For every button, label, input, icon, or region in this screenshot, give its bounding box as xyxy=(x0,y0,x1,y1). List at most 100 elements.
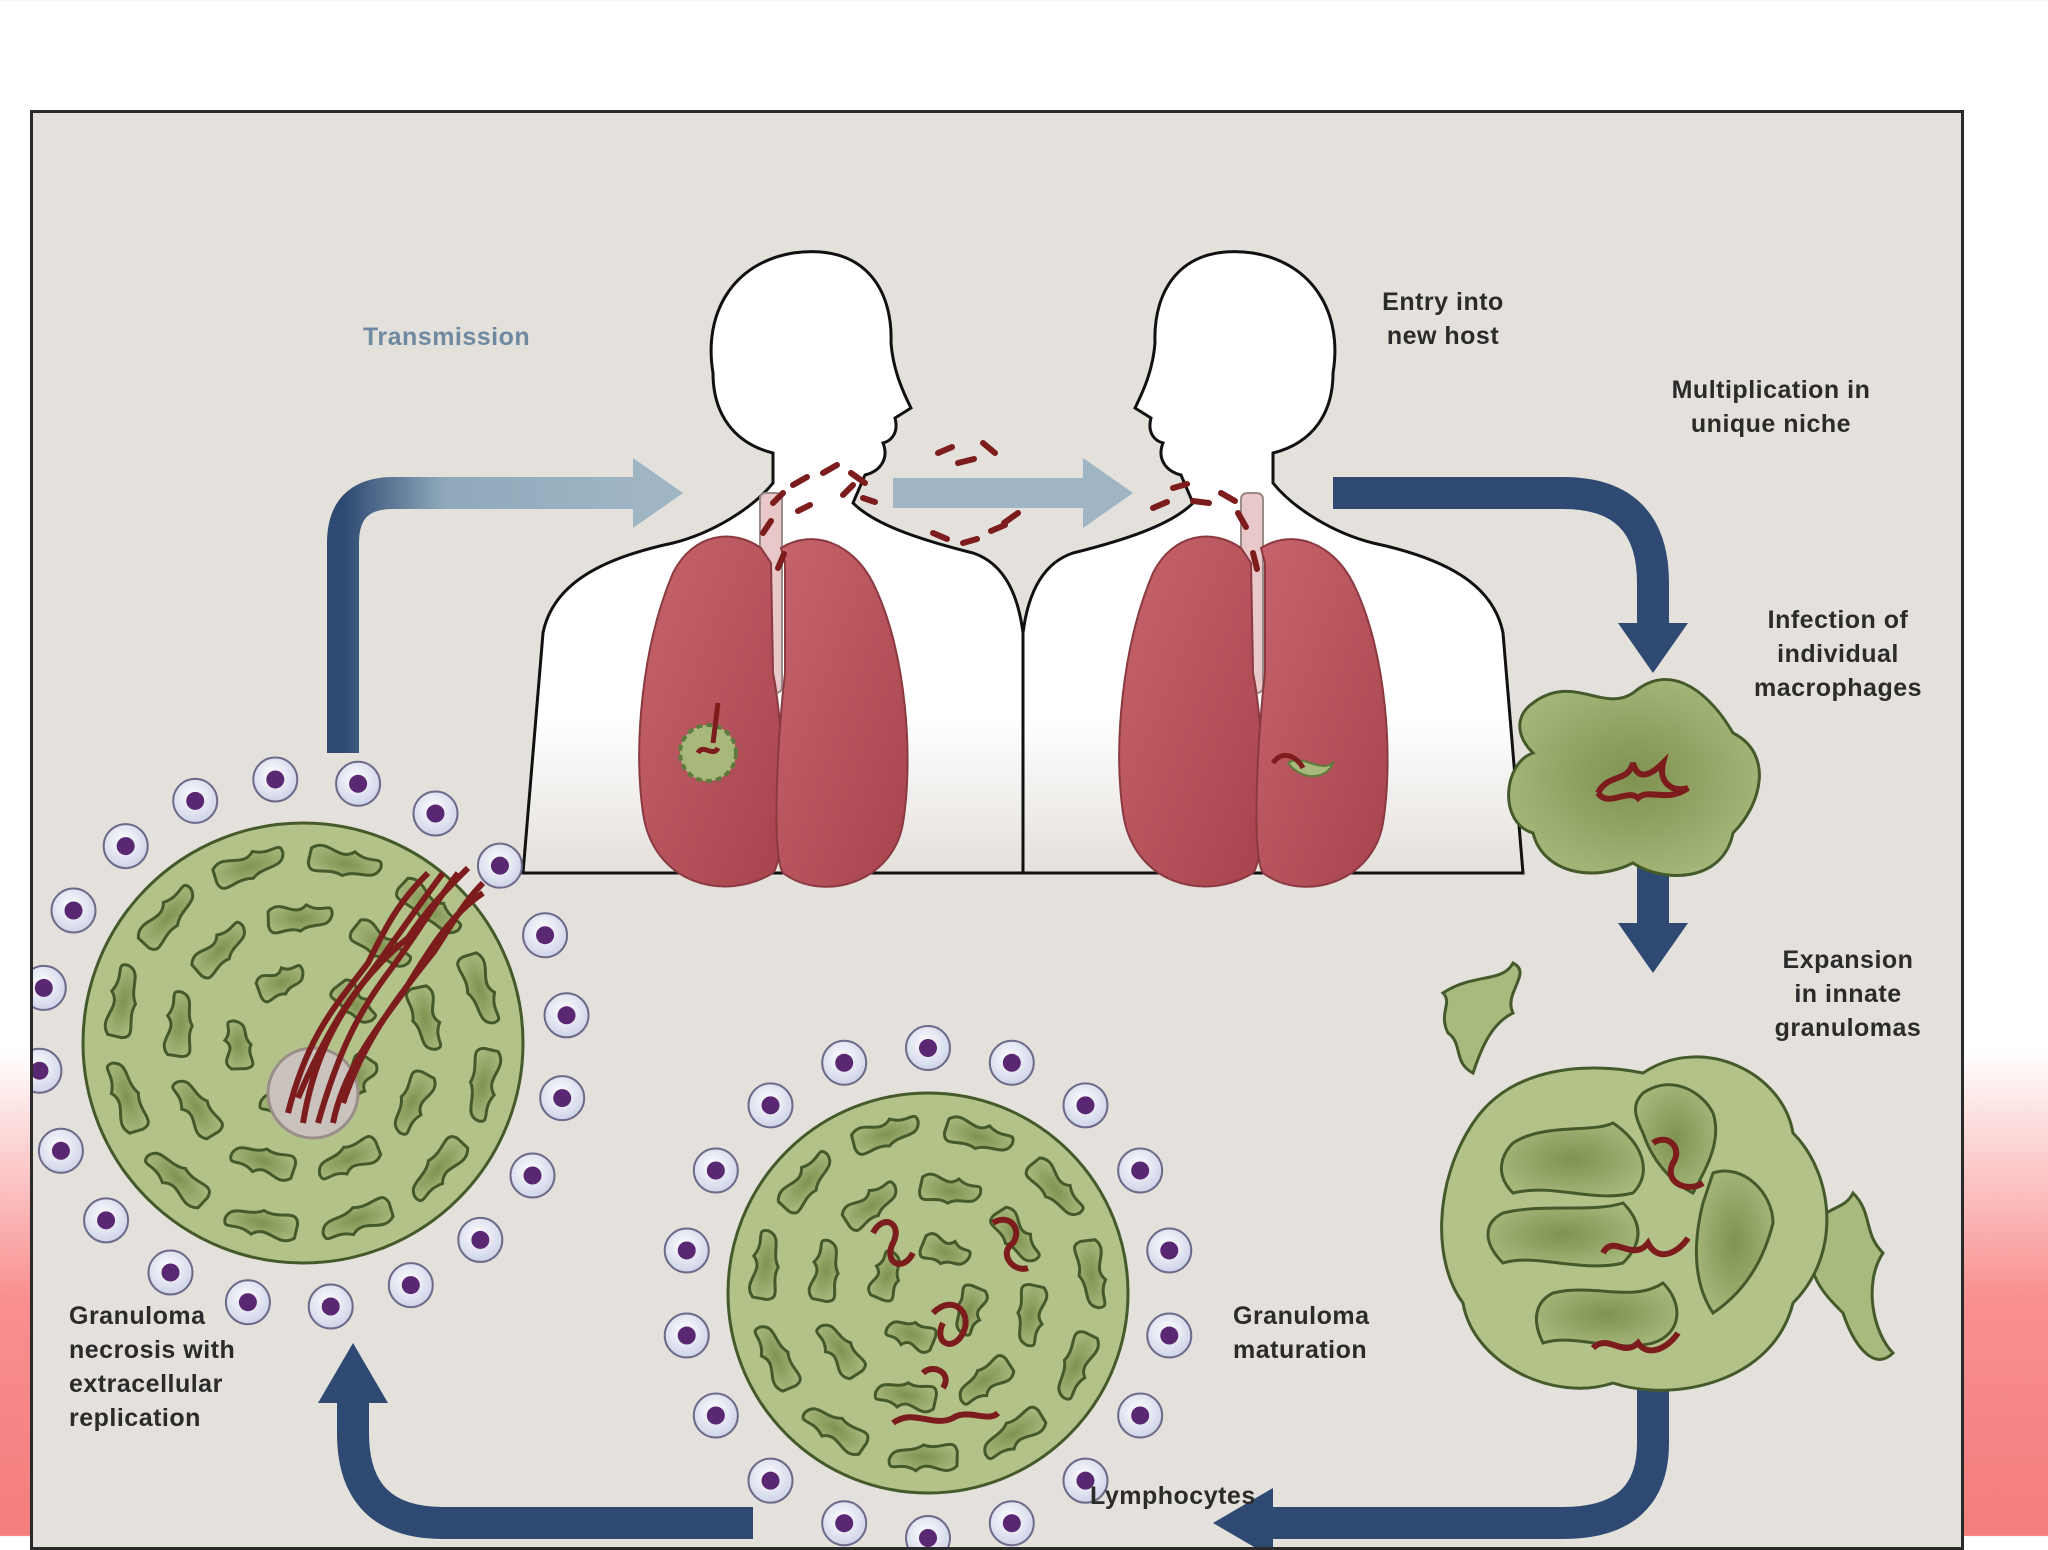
macrophage-cell xyxy=(849,1114,920,1156)
macrophage-cell xyxy=(411,1135,470,1203)
macrophage-cell xyxy=(884,1320,938,1354)
lymphocyte-nucleus xyxy=(557,1006,576,1025)
macrophage-cell xyxy=(211,845,285,890)
lymphocytes-mature xyxy=(663,1025,1193,1547)
label-infection-of-macrophages: Infection of individual macrophages xyxy=(1753,606,1923,702)
lymphocyte-nucleus xyxy=(761,1471,780,1490)
lymphocyte-nucleus xyxy=(186,791,205,810)
macrophage-cell xyxy=(801,1407,870,1456)
cycle-arrow-entry xyxy=(1333,477,1688,673)
macrophage-cell xyxy=(254,964,305,1004)
lymphocyte-nucleus xyxy=(349,774,368,793)
macrophage-cell xyxy=(321,1196,395,1241)
macrophage-cell xyxy=(229,1146,297,1182)
lymphocyte-nucleus xyxy=(919,1529,937,1547)
lymphocyte-nucleus xyxy=(1002,1514,1021,1533)
lymphocyte-nucleus xyxy=(1076,1096,1095,1115)
lymphocyte-nucleus xyxy=(677,1326,696,1345)
lymphocyte-nucleus xyxy=(677,1241,696,1260)
lymphocyte-nucleus xyxy=(1131,1161,1150,1180)
lymphocyte-nucleus xyxy=(835,1053,854,1072)
macrophage-cell xyxy=(815,1323,867,1381)
lymphocyte-nucleus xyxy=(97,1211,116,1230)
label-entry-into-new-host: Entry into new host xyxy=(1382,288,1504,350)
label-lymphocytes: Lymphocytes xyxy=(1090,1482,1256,1510)
infected-host-lungs xyxy=(638,492,909,888)
lymphocyte-nucleus xyxy=(1160,1326,1179,1345)
macrophage-cell xyxy=(306,843,383,878)
diagram-panel: Transmission Entry into new host Multipl… xyxy=(30,110,1964,1550)
macrophage-cell xyxy=(943,1115,1015,1152)
lymphocyte-nucleus xyxy=(401,1276,420,1295)
lymphocyte-nucleus xyxy=(471,1230,490,1249)
macrophage-cell xyxy=(318,1135,383,1181)
lymphocyte-nucleus xyxy=(553,1089,572,1108)
lymphocyte-nucleus xyxy=(33,1061,49,1080)
lymphocyte-nucleus xyxy=(761,1096,780,1115)
lymphocyte-nucleus xyxy=(238,1293,257,1312)
macrophage-cell xyxy=(918,1172,983,1205)
lymphocyte-nucleus xyxy=(706,1161,725,1180)
macrophage-cell xyxy=(1016,1283,1049,1348)
extracellular-bacteria xyxy=(285,865,486,1124)
macrophage-cell xyxy=(405,984,443,1051)
lymphocyte-nucleus xyxy=(835,1514,854,1533)
transmission-arrow xyxy=(327,458,1133,753)
lymphocyte-nucleus xyxy=(919,1039,937,1057)
lymphocyte-nucleus xyxy=(266,770,285,789)
macrophage-cell xyxy=(1073,1238,1108,1310)
lymphocyte-nucleus xyxy=(1160,1241,1179,1260)
macrophage-cell xyxy=(918,1232,972,1266)
lymphocyte-nucleus xyxy=(426,804,445,823)
macrophage-cell xyxy=(958,1354,1016,1406)
label-transmission: Transmission xyxy=(363,323,531,351)
macrophage-cell xyxy=(468,1046,503,1123)
lymphocyte-nucleus xyxy=(34,978,53,997)
macrophage-cell xyxy=(456,951,501,1025)
label-expansion: Expansion in innate granulomas xyxy=(1774,946,1922,1042)
lymphocytes-necrotic xyxy=(33,756,590,1330)
macrophage-cell xyxy=(103,963,138,1040)
macrophage-cell xyxy=(222,1019,255,1071)
lymphocyte-nucleus xyxy=(1076,1471,1095,1490)
macrophage-cell xyxy=(873,1381,938,1414)
tb-lifecycle-diagram xyxy=(33,250,1896,1547)
macrophage-cell xyxy=(1057,1330,1100,1401)
lymphocyte-nucleus xyxy=(64,901,83,920)
cycle-arrow-necrosis xyxy=(318,1343,753,1539)
airborne-bacteria xyxy=(760,440,1260,572)
macrophage-cell xyxy=(223,1208,300,1243)
lymphocyte-nucleus xyxy=(321,1297,340,1316)
lymphocyte-nucleus xyxy=(51,1141,70,1160)
new-host-lungs xyxy=(1118,492,1389,888)
macrophage-cell xyxy=(136,883,195,951)
macrophage-cell xyxy=(887,1442,959,1473)
infected-macrophage xyxy=(1507,678,1761,877)
macrophage-cell xyxy=(776,1150,832,1215)
macrophage-cell xyxy=(171,1079,224,1141)
label-granuloma-necrosis: Granuloma necrosis with extracellular re… xyxy=(69,1302,236,1432)
macrophage-cell xyxy=(840,1180,898,1232)
label-multiplication: Multiplication in unique niche xyxy=(1671,376,1871,438)
macrophage-cell xyxy=(266,902,334,935)
cycle-arrow-maturation xyxy=(1213,1333,1669,1547)
lymphocyte-nucleus xyxy=(490,856,509,875)
lymphocyte-nucleus xyxy=(161,1263,180,1282)
macrophage-cell xyxy=(748,1229,780,1301)
macrophage-cell xyxy=(162,990,195,1059)
macrophage-cell xyxy=(190,920,246,980)
lymphocyte-nucleus xyxy=(523,1166,542,1185)
macrophage-cell xyxy=(1024,1156,1085,1217)
lymphocyte-nucleus xyxy=(706,1406,725,1425)
macrophage-cell xyxy=(393,1069,437,1136)
innate-granuloma xyxy=(1440,960,1896,1392)
label-granuloma-maturation: Granuloma maturation xyxy=(1233,1302,1370,1364)
macrophage-cell xyxy=(143,1151,211,1210)
lymphocyte-nucleus xyxy=(1002,1053,1021,1072)
necrotic-granuloma xyxy=(81,821,525,1265)
mature-granuloma xyxy=(726,1091,1130,1495)
macrophage-cell xyxy=(807,1238,840,1303)
lymphocyte-nucleus xyxy=(536,926,555,945)
lymphocyte-nucleus xyxy=(1131,1406,1150,1425)
macrophage-cell xyxy=(105,1061,150,1135)
